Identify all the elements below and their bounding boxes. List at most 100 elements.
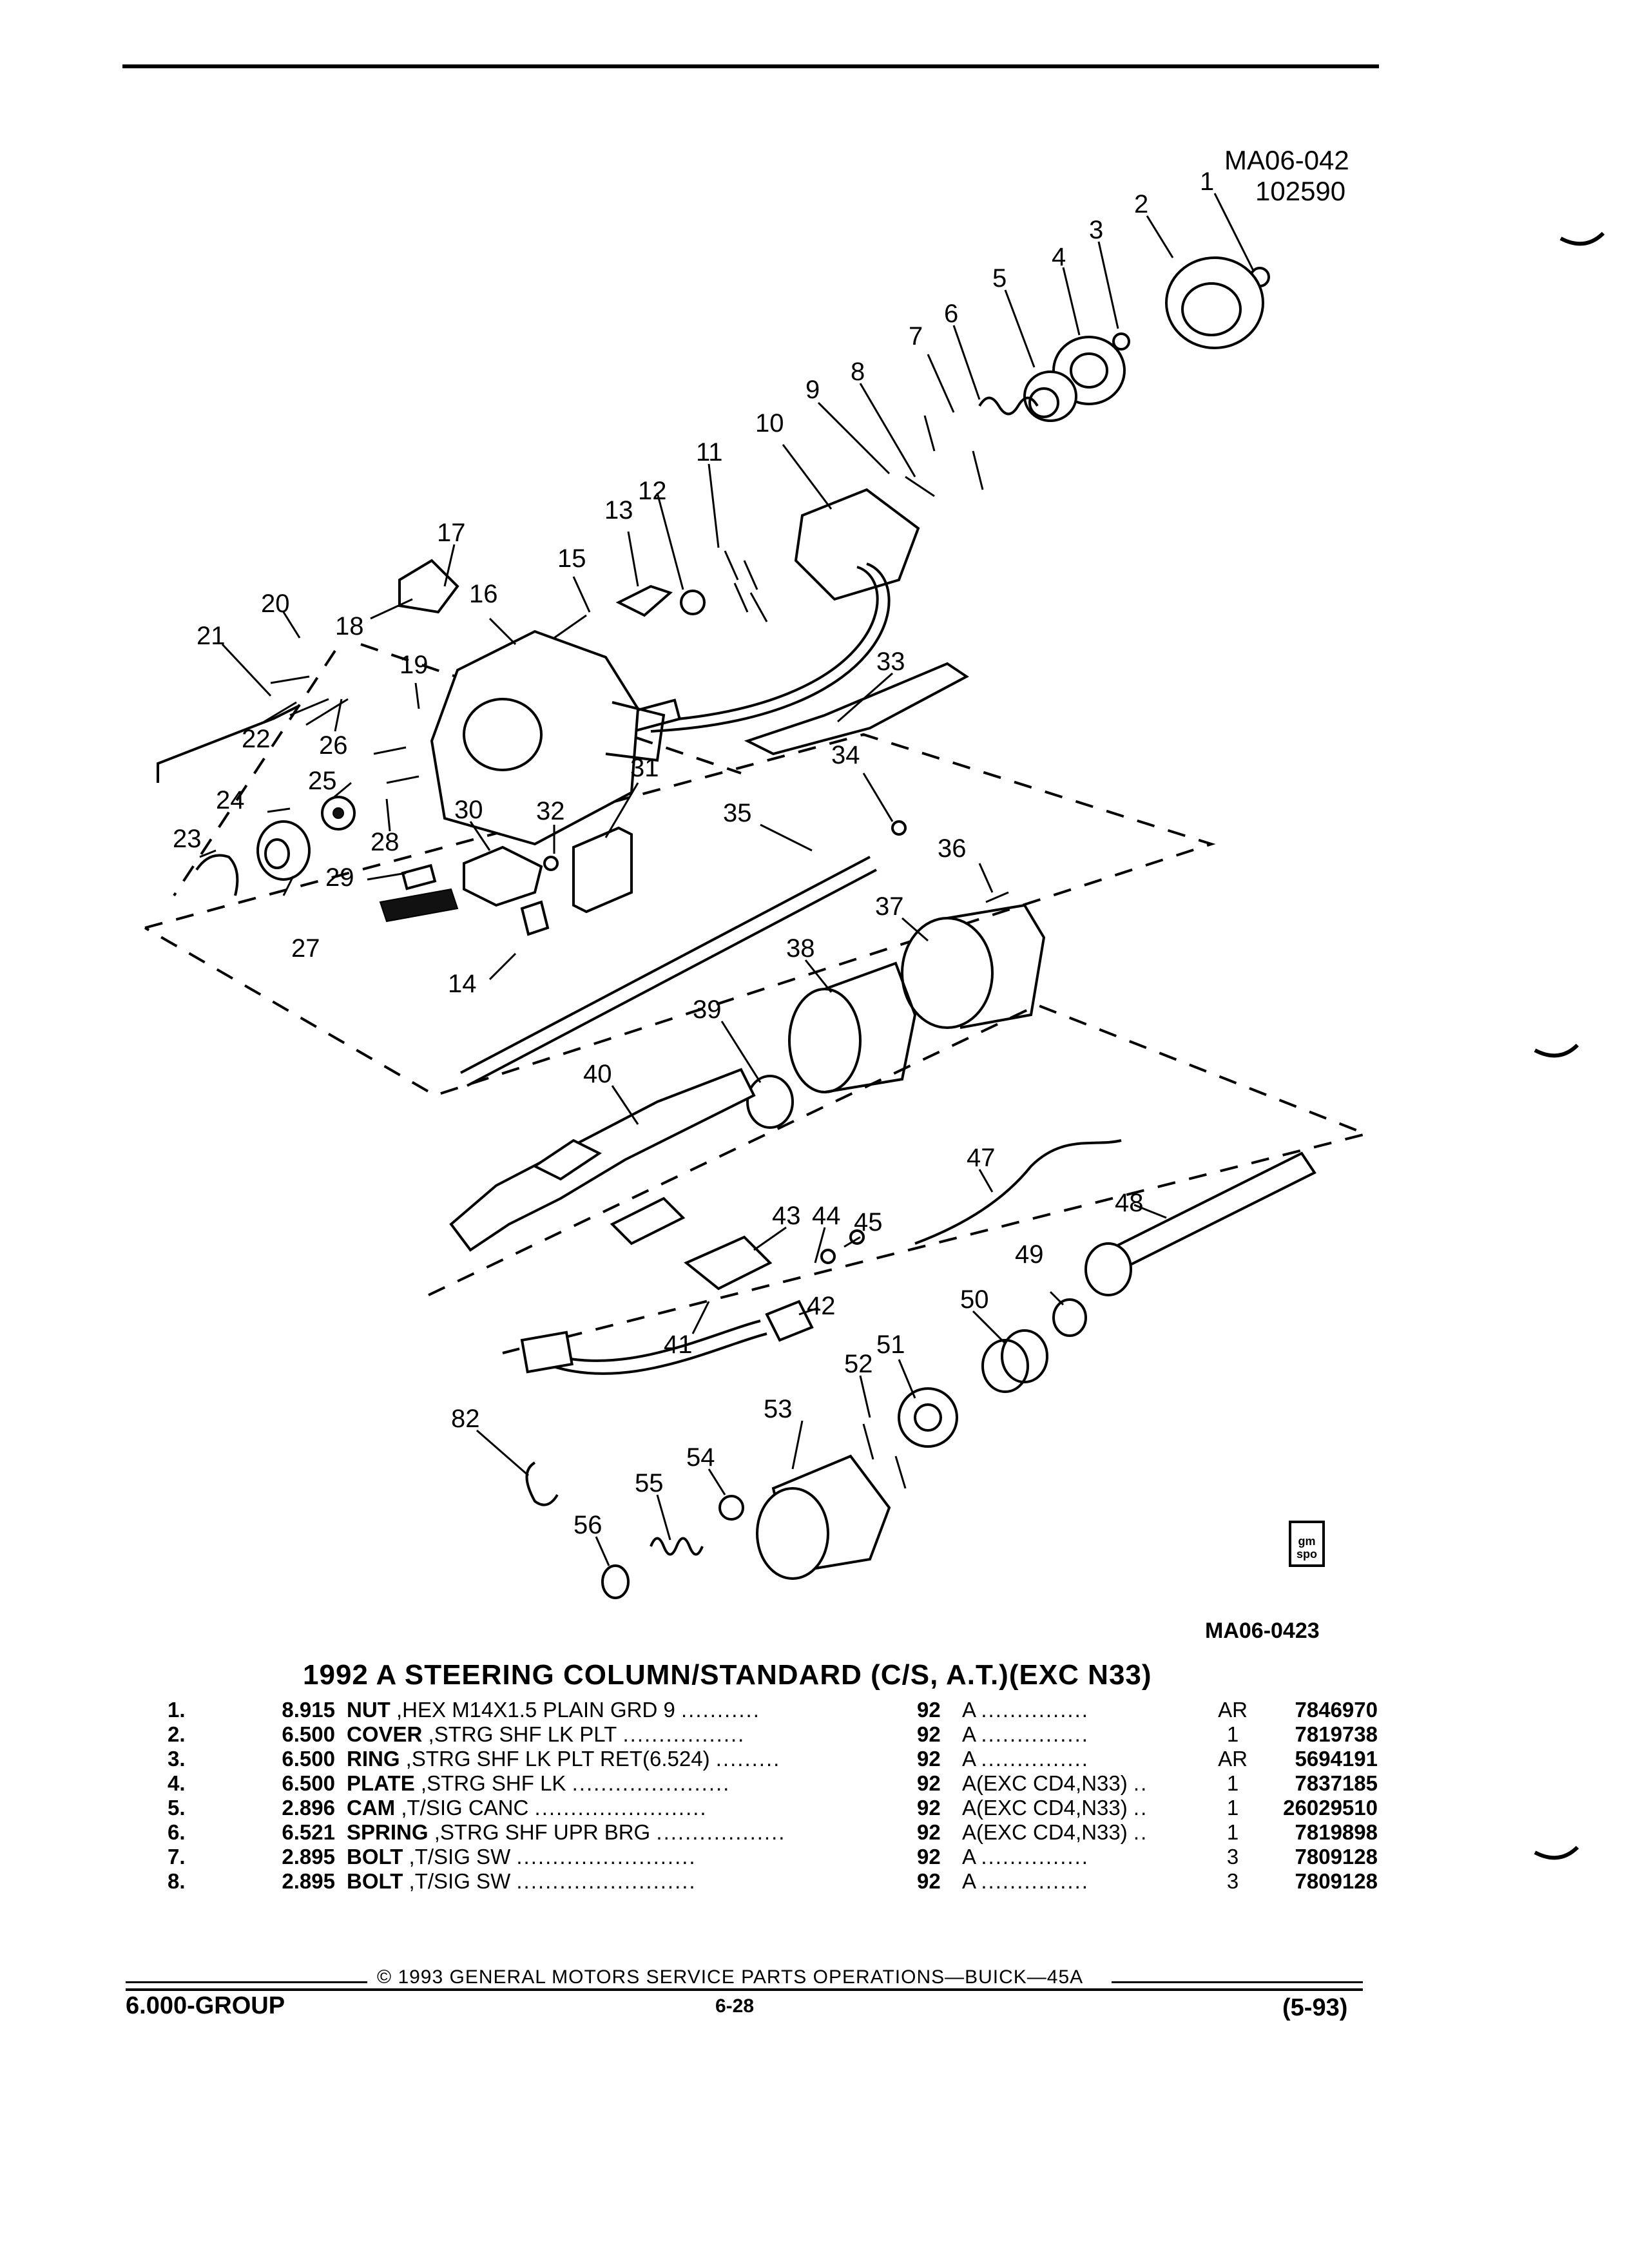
leader-dots: ...............	[981, 1747, 1089, 1771]
part-name: BOLT	[347, 1845, 403, 1869]
callout-number: 19	[400, 651, 429, 679]
callout-number: 22	[242, 725, 271, 753]
quantity: AR	[1218, 1747, 1248, 1771]
part-name: SPRING	[347, 1820, 429, 1844]
callout-number: 23	[173, 825, 202, 853]
leader-dots: .........................	[516, 1845, 697, 1869]
callout-number: 16	[469, 580, 498, 608]
callout-number: 31	[630, 754, 659, 782]
callout-number: 40	[583, 1060, 612, 1088]
group-label: 6.000-GROUP	[126, 1992, 285, 2019]
callout-number: 4	[1052, 243, 1066, 271]
quantity: 3	[1226, 1845, 1239, 1869]
application: A ...............	[962, 1747, 1210, 1771]
callout-number: 32	[536, 797, 565, 825]
callout-number: 7	[909, 322, 923, 351]
callout-number: 50	[960, 1285, 989, 1314]
callout-number: 47	[967, 1144, 996, 1172]
application: A ...............	[962, 1722, 1210, 1747]
application-code: A	[962, 1747, 976, 1771]
item-number: 5.	[168, 1796, 186, 1820]
callout-number: 53	[764, 1395, 793, 1423]
callout-number: 15	[557, 544, 586, 573]
callout-number: 13	[604, 496, 633, 524]
part-description: NUT ,HEX M14X1.5 PLAIN GRD 9 ...........	[347, 1698, 917, 1722]
leader-dots: ...........	[681, 1698, 760, 1722]
part-number: 7809128	[1295, 1869, 1378, 1893]
callout-number: 10	[755, 409, 784, 437]
part-number: 7819738	[1295, 1722, 1378, 1746]
item-number: 4.	[168, 1771, 186, 1795]
callout-number: 38	[786, 934, 815, 963]
callout-number: 35	[723, 799, 752, 827]
part-number: 26029510	[1283, 1796, 1378, 1820]
callout-number: 8	[851, 358, 865, 386]
leader-dots: ...............	[981, 1722, 1089, 1746]
callout-number: 82	[451, 1405, 480, 1433]
part-name: BOLT	[347, 1869, 403, 1893]
callout-number: 41	[664, 1331, 693, 1359]
binder-hole-mark	[1534, 1846, 1579, 1860]
application-code: A(EXC CD4,N33)	[962, 1771, 1128, 1795]
part-detail: ,STRG SHF LK PLT	[428, 1722, 617, 1746]
part-number: 5694191	[1295, 1747, 1378, 1771]
callout-number: 18	[335, 612, 364, 640]
callout-number: 20	[261, 590, 290, 618]
reference-date-code: 102590	[1255, 176, 1346, 206]
callout-number: 27	[291, 934, 320, 963]
logo-text: spo	[1296, 1548, 1317, 1561]
application: A ...............	[962, 1869, 1210, 1894]
callout-number: 33	[876, 648, 905, 676]
callout-number: 37	[875, 892, 904, 921]
copyright-notice: © 1993 GENERAL MOTORS SERVICE PARTS OPER…	[377, 1966, 1084, 1988]
application-code: A(EXC CD4,N33)	[962, 1796, 1128, 1820]
leader-dots: ...............	[981, 1845, 1089, 1869]
application: A(EXC CD4,N33) ..	[962, 1796, 1210, 1820]
callout-number: 44	[812, 1202, 841, 1230]
part-number: 7837185	[1295, 1771, 1378, 1795]
callout-number: 26	[319, 731, 348, 760]
callout-number: 28	[371, 828, 400, 856]
application: A ...............	[962, 1845, 1210, 1869]
part-description: PLATE ,STRG SHF LK .....................…	[347, 1771, 917, 1796]
callout-number: 45	[854, 1208, 883, 1236]
part-name: NUT	[347, 1698, 390, 1722]
part-number: 7819898	[1295, 1820, 1378, 1844]
logo-text: gm	[1298, 1535, 1316, 1548]
diagram-code: MA06-0423	[1205, 1619, 1320, 1643]
footer-rule	[126, 1988, 1363, 1991]
callout-number: 30	[454, 796, 483, 824]
callout-number: 2	[1134, 190, 1148, 218]
callout-number: 1	[1200, 168, 1214, 196]
part-detail: ,STRG SHF LK PLT RET(6.524)	[405, 1747, 710, 1771]
quantity: 1	[1226, 1771, 1239, 1795]
gm-spo-logo: gm spo	[1289, 1521, 1325, 1567]
leader-dots: ........................	[534, 1796, 708, 1820]
callout-number: 54	[686, 1443, 715, 1472]
item-number: 6.	[168, 1820, 186, 1844]
quantity: 1	[1226, 1820, 1239, 1844]
part-detail: ,T/SIG CANC	[401, 1796, 529, 1820]
callout-number: 43	[772, 1202, 801, 1230]
part-detail: ,HEX M14X1.5 PLAIN GRD 9	[396, 1698, 675, 1722]
callout-number: 9	[805, 376, 820, 404]
group-code: 2.896	[282, 1796, 335, 1820]
group-code: 6.500	[282, 1722, 335, 1746]
leader-dots: .........	[715, 1747, 781, 1771]
callout-number: 17	[437, 519, 466, 547]
application-code: A	[962, 1869, 976, 1893]
application: A(EXC CD4,N33) ..	[962, 1820, 1210, 1845]
part-detail: ,T/SIG SW	[409, 1869, 511, 1893]
diagram-reference-codes: MA06-042 102590	[1224, 145, 1349, 207]
leader-dots: ..	[1133, 1796, 1148, 1820]
callout-number: 3	[1089, 216, 1103, 244]
callout-number: 36	[938, 834, 967, 863]
application-code: A	[962, 1845, 976, 1869]
quantity: AR	[1218, 1698, 1248, 1722]
